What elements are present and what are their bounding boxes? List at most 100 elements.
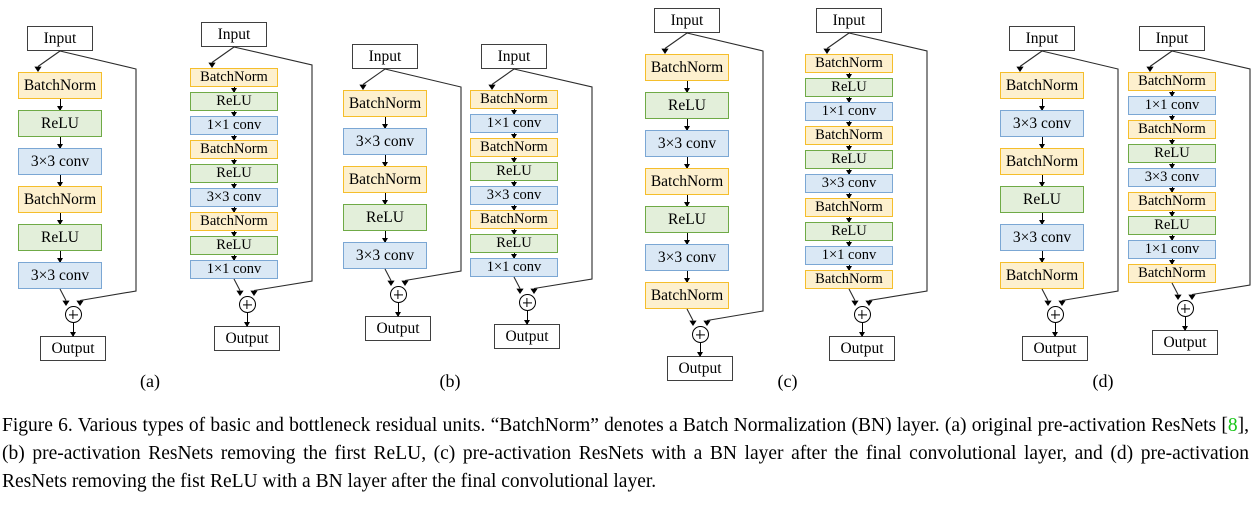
caption-part-2: ], (b) pre-activation ResNets removing t… <box>2 415 1250 492</box>
conv-box: 1×1 conv <box>190 260 278 279</box>
addition-node <box>518 294 536 311</box>
stack-to-plus-wire <box>1041 288 1049 301</box>
input-box: Input <box>1009 26 1075 51</box>
batchnorm-box: BatchNorm <box>805 54 893 73</box>
stack-to-plus-arrowhead <box>689 320 697 326</box>
stack-to-plus-arrowhead <box>236 290 244 296</box>
flow-arrow <box>382 117 388 129</box>
output-box: Output <box>365 316 431 341</box>
output-box: Output <box>40 336 106 361</box>
caption-prefix: Figure 6. <box>2 415 73 436</box>
input-to-stack-wire <box>211 46 235 63</box>
conv-box: 3×3 conv <box>1000 224 1084 251</box>
conv-box: 1×1 conv <box>805 246 893 265</box>
stack-to-plus-wire <box>59 288 67 301</box>
relu-box: ReLU <box>805 150 893 169</box>
flow-arrow <box>57 137 63 149</box>
plus-to-output-arrow <box>524 311 530 325</box>
flow-arrow <box>684 271 690 283</box>
input-box: Input <box>654 8 720 33</box>
batchnorm-box: BatchNorm <box>343 166 427 193</box>
batchnorm-box: BatchNorm <box>805 126 893 145</box>
flow-arrow <box>1039 137 1045 149</box>
skip-to-plus-arrowhead <box>401 280 409 286</box>
input-to-stack-wire <box>362 68 386 85</box>
input-box: Input <box>352 44 418 69</box>
conv-box: 1×1 conv <box>190 116 278 135</box>
plus-to-output-arrow <box>395 303 401 317</box>
flow-arrow <box>684 195 690 207</box>
input-to-stack-wire <box>664 32 688 49</box>
batchnorm-box: BatchNorm <box>1128 72 1216 91</box>
relu-box: ReLU <box>1128 144 1216 163</box>
flow-arrow <box>1039 213 1045 225</box>
batchnorm-box: BatchNorm <box>18 186 102 213</box>
addition-node <box>389 286 407 303</box>
batchnorm-box: BatchNorm <box>1000 72 1084 99</box>
stack-to-plus-wire <box>513 276 521 289</box>
flow-arrow <box>684 157 690 169</box>
conv-box: 3×3 conv <box>805 174 893 193</box>
addition-node <box>853 306 871 323</box>
relu-box: ReLU <box>190 92 278 111</box>
flow-arrow <box>1039 175 1045 187</box>
plus-to-output-arrow <box>1052 323 1058 337</box>
batchnorm-box: BatchNorm <box>470 138 558 157</box>
conv-box: 1×1 conv <box>470 114 558 133</box>
panel-label-c: (c) <box>777 371 798 391</box>
conv-box: 1×1 conv <box>1128 96 1216 115</box>
input-to-stack-wire <box>1149 50 1173 67</box>
stack-to-plus-arrowhead <box>62 300 70 306</box>
relu-box: ReLU <box>1000 186 1084 213</box>
stack-to-plus-wire <box>384 268 392 281</box>
batchnorm-box: BatchNorm <box>645 168 729 195</box>
conv-box: 3×3 conv <box>18 262 102 289</box>
batchnorm-box: BatchNorm <box>1128 264 1216 283</box>
input-to-stack-wire <box>1019 50 1043 67</box>
relu-box: ReLU <box>190 164 278 183</box>
plus-to-output-arrow <box>697 343 703 357</box>
input-to-stack-wire <box>826 32 850 49</box>
output-box: Output <box>1152 330 1218 355</box>
batchnorm-box: BatchNorm <box>190 68 278 87</box>
relu-box: ReLU <box>190 236 278 255</box>
batchnorm-box: BatchNorm <box>190 140 278 159</box>
conv-box: 3×3 conv <box>1000 110 1084 137</box>
input-box: Input <box>481 44 547 69</box>
addition-node <box>691 326 709 343</box>
batchnorm-box: BatchNorm <box>1000 262 1084 289</box>
conv-box: 3×3 conv <box>190 188 278 207</box>
output-box: Output <box>829 336 895 361</box>
batchnorm-box: BatchNorm <box>645 282 729 309</box>
input-to-stack-wire <box>491 68 515 85</box>
conv-box: 1×1 conv <box>805 102 893 121</box>
citation-link-8[interactable]: 8 <box>1227 415 1238 436</box>
flow-arrow <box>382 155 388 167</box>
conv-box: 3×3 conv <box>18 148 102 175</box>
batchnorm-box: BatchNorm <box>1128 120 1216 139</box>
relu-box: ReLU <box>470 234 558 253</box>
skip-to-plus-arrowhead <box>250 290 258 296</box>
batchnorm-box: BatchNorm <box>470 90 558 109</box>
input-box: Input <box>201 22 267 47</box>
caption-part-1: Various types of basic and bottleneck re… <box>72 415 1228 436</box>
addition-node <box>1176 300 1194 317</box>
skip-to-plus-arrowhead <box>865 300 873 306</box>
stack-to-plus-arrowhead <box>387 280 395 286</box>
plus-to-output-arrow <box>859 323 865 337</box>
batchnorm-box: BatchNorm <box>1128 192 1216 211</box>
plus-to-output-arrow <box>244 313 250 327</box>
figure-caption: Figure 6. Various types of basic and bot… <box>0 412 1251 496</box>
flow-arrow <box>57 99 63 111</box>
flow-arrow <box>684 81 690 93</box>
conv-box: 3×3 conv <box>645 130 729 157</box>
relu-box: ReLU <box>343 204 427 231</box>
stack-to-plus-wire <box>686 308 694 321</box>
batchnorm-box: BatchNorm <box>470 210 558 229</box>
output-box: Output <box>1022 336 1088 361</box>
output-box: Output <box>214 326 280 351</box>
skip-to-plus-arrowhead <box>703 320 711 326</box>
